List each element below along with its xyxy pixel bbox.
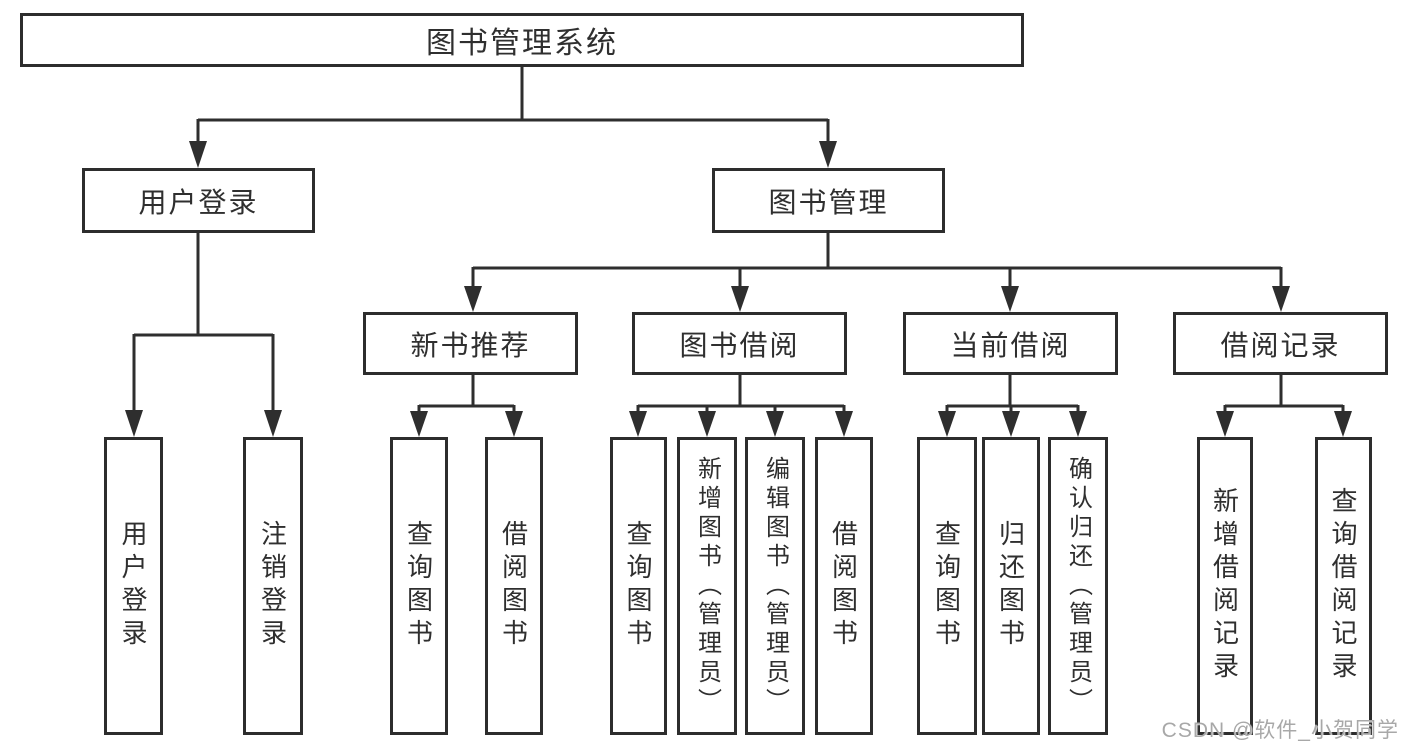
leaf-label: 新增图书（管理员） xyxy=(693,455,721,717)
leaf-logout: 注销登录 xyxy=(243,437,303,735)
leaf-borrow-books: 借阅图书 xyxy=(815,437,873,735)
leaf-label: 查询图书 xyxy=(403,520,434,652)
node-library-system: 图书管理系统 xyxy=(20,13,1024,67)
leaf-label: 归还图书 xyxy=(995,520,1026,652)
node-book-borrow: 图书借阅 xyxy=(632,312,847,375)
node-label: 图书管理 xyxy=(768,186,889,218)
node-label: 图书借阅 xyxy=(679,329,800,361)
node-label: 借阅记录 xyxy=(1220,329,1341,361)
leaf-label: 查询图书 xyxy=(623,520,653,652)
leaf-query-borrow-record: 查询借阅记录 xyxy=(1315,437,1372,735)
leaf-label: 确认归还（管理员） xyxy=(1064,455,1092,717)
leaf-label: 借阅图书 xyxy=(828,520,859,652)
leaf-user-login: 用户登录 xyxy=(104,437,163,735)
leaf-confirm-return-admin: 确认归还（管理员） xyxy=(1048,437,1108,735)
leaf-label: 查询借阅记录 xyxy=(1328,487,1358,685)
leaf-return-book: 归还图书 xyxy=(982,437,1040,735)
leaf-add-borrow-record: 新增借阅记录 xyxy=(1197,437,1253,735)
node-label: 图书管理系统 xyxy=(426,27,618,60)
leaf-edit-book-admin: 编辑图书（管理员） xyxy=(745,437,805,735)
leaf-label: 用户登录 xyxy=(118,520,148,652)
leaf-borrow-books-recommend: 借阅图书 xyxy=(485,437,543,735)
leaf-query-books-borrow: 查询图书 xyxy=(610,437,667,735)
leaf-query-books-current: 查询图书 xyxy=(917,437,977,735)
leaf-label: 编辑图书（管理员） xyxy=(761,455,789,717)
node-current-borrow: 当前借阅 xyxy=(903,312,1118,375)
leaf-query-books-recommend: 查询图书 xyxy=(390,437,448,735)
leaf-label: 注销登录 xyxy=(257,520,288,652)
leaf-add-book-admin: 新增图书（管理员） xyxy=(677,437,737,735)
node-borrow-records: 借阅记录 xyxy=(1173,312,1388,375)
arrowheads xyxy=(125,141,1352,437)
node-label: 用户登录 xyxy=(138,186,259,218)
node-user-login: 用户登录 xyxy=(82,168,315,233)
leaf-label: 借阅图书 xyxy=(498,520,529,652)
leaf-label: 查询图书 xyxy=(931,520,962,652)
node-label: 当前借阅 xyxy=(950,329,1071,361)
node-new-book-recommend: 新书推荐 xyxy=(363,312,578,375)
node-book-management: 图书管理 xyxy=(712,168,945,233)
node-label: 新书推荐 xyxy=(410,329,531,361)
csdn-watermark: CSDN @软件_小贺同学 xyxy=(1161,719,1399,742)
leaf-label: 新增借阅记录 xyxy=(1209,487,1240,685)
